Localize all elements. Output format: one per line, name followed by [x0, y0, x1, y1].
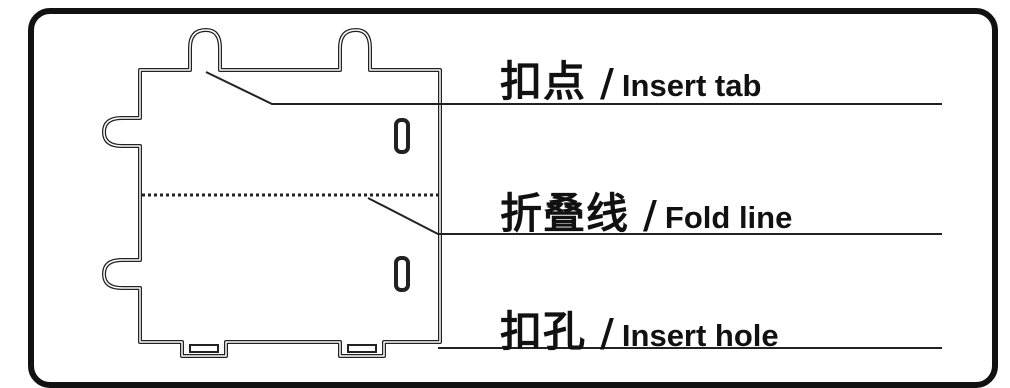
label-fold-line-zh: 折叠线 [500, 189, 630, 238]
leader-insert-tab [205, 71, 942, 105]
insert-hole-bottom [394, 256, 410, 292]
packaging-diagram [102, 28, 942, 358]
label-insert-hole-zh: 扣孔 [500, 307, 587, 356]
label-fold-line-en: Fold line [664, 200, 793, 235]
bottom-tab-slot-left [189, 344, 219, 353]
label-insert-tab-en: Insert tab [621, 68, 762, 103]
insert-hole-top [394, 118, 410, 154]
label-insert-hole-slash: / [600, 311, 614, 355]
label-insert-hole: 扣孔 /Insert hole [500, 298, 779, 359]
label-insert-tab-zh: 扣点 [500, 57, 587, 106]
label-insert-tab: 扣点 /Insert tab [500, 48, 761, 109]
label-fold-line: 折叠线 /Fold line [500, 180, 792, 241]
leader-fold-line [367, 197, 942, 235]
box-outline [102, 28, 442, 358]
bottom-tab-slot-right [347, 344, 377, 353]
label-insert-hole-en: Insert hole [621, 318, 779, 353]
label-fold-line-slash: / [643, 193, 657, 237]
label-insert-tab-slash: / [600, 61, 614, 105]
